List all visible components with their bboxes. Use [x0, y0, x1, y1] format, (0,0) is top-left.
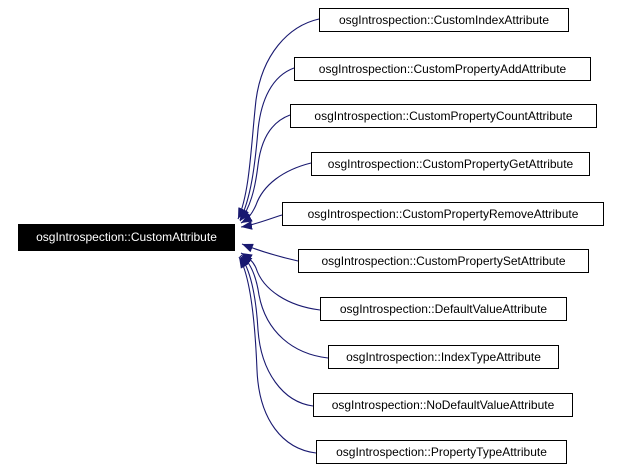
edge-custom-index — [237, 18, 320, 220]
node-custom-property-add-attribute[interactable]: osgIntrospection::CustomPropertyAddAttri… — [294, 57, 591, 81]
edge-custom-property-remove — [240, 214, 283, 230]
node-no-default-value-attribute[interactable]: osgIntrospection::NoDefaultValueAttribut… — [313, 393, 573, 417]
node-custom-property-remove-attribute[interactable]: osgIntrospection::CustomPropertyRemoveAt… — [282, 202, 604, 226]
node-custom-property-get-attribute[interactable]: osgIntrospection::CustomPropertyGetAttri… — [311, 152, 590, 176]
edge-custom-property-count — [239, 114, 291, 222]
edge-custom-property-get — [240, 162, 312, 224]
edge-no-default-value — [239, 255, 314, 407]
edge-custom-property-set — [241, 243, 299, 262]
node-custom-property-count-attribute[interactable]: osgIntrospection::CustomPropertyCountAtt… — [290, 104, 597, 128]
edge-property-type — [238, 256, 317, 454]
node-index-type-attribute[interactable]: osgIntrospection::IndexTypeAttribute — [328, 345, 559, 369]
edge-custom-property-add — [239, 67, 295, 221]
node-custom-property-set-attribute[interactable]: osgIntrospection::CustomPropertySetAttri… — [298, 249, 589, 273]
node-custom-index-attribute[interactable]: osgIntrospection::CustomIndexAttribute — [319, 8, 569, 32]
node-default-value-attribute[interactable]: osgIntrospection::DefaultValueAttribute — [320, 297, 567, 321]
node-custom-attribute: osgIntrospection::CustomAttribute — [18, 224, 235, 251]
node-property-type-attribute[interactable]: osgIntrospection::PropertyTypeAttribute — [316, 440, 567, 464]
